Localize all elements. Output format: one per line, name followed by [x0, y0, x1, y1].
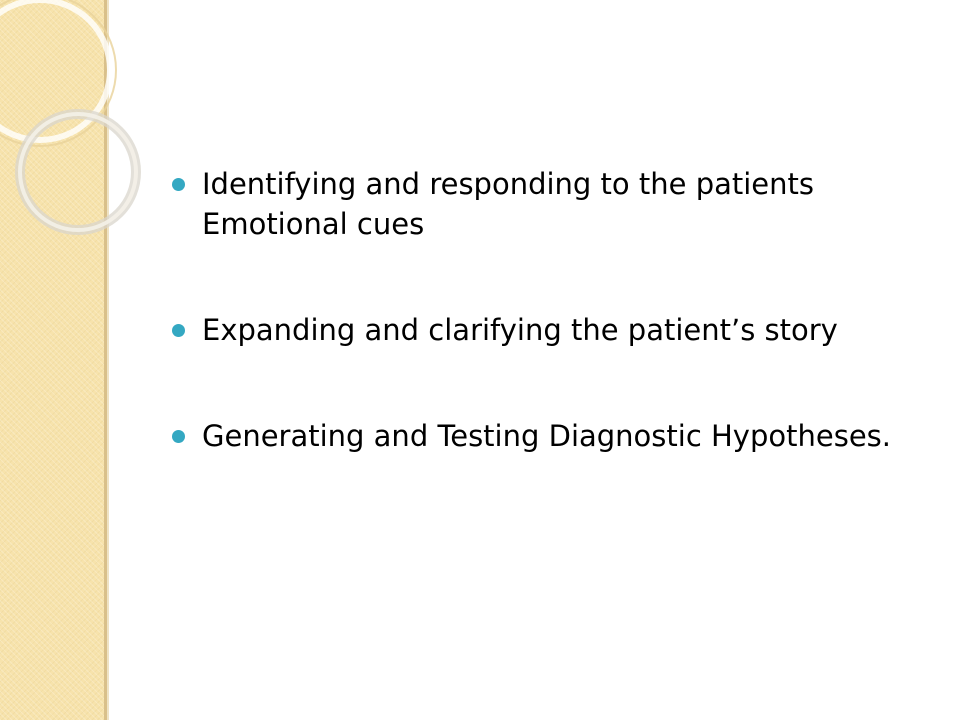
- band-edge-highlight: [107, 0, 109, 720]
- bullet-item: Generating and Testing Diagnostic Hypoth…: [172, 416, 932, 456]
- decorative-rings-icon: [0, 0, 141, 235]
- bullet-item: Expanding and clarifying the patient’s s…: [172, 310, 932, 350]
- bullet-list: Identifying and responding to the patien…: [172, 164, 932, 522]
- bullet-dot-icon: [172, 430, 185, 443]
- bullet-dot-icon: [172, 178, 185, 191]
- bullet-text: Identifying and responding to the patien…: [202, 167, 815, 241]
- bullet-dot-icon: [172, 324, 185, 337]
- bullet-text: Expanding and clarifying the patient’s s…: [202, 313, 838, 347]
- bullet-item: Identifying and responding to the patien…: [172, 164, 932, 244]
- band-edge-line: [104, 0, 107, 720]
- bullet-text: Generating and Testing Diagnostic Hypoth…: [202, 419, 891, 453]
